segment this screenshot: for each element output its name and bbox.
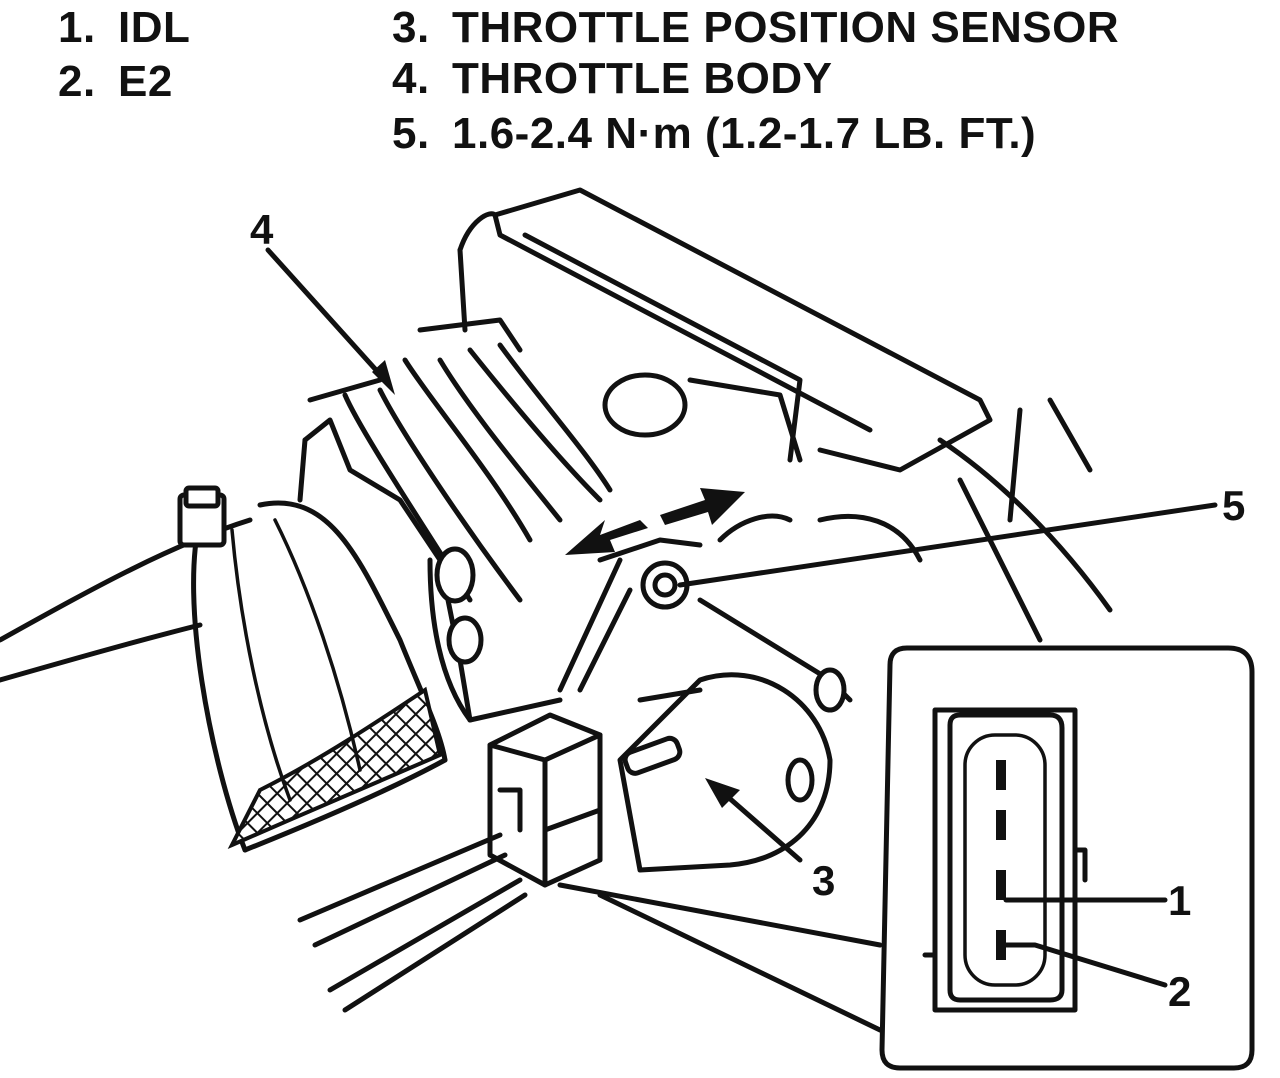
legend-item-3: 3. THROTTLE POSITION SENSOR (392, 6, 1119, 50)
leader-4 (265, 247, 388, 383)
legend-item-2: 2. E2 (58, 60, 173, 104)
arrow-right-icon (660, 488, 745, 525)
callout-4: 4 (250, 206, 274, 253)
leader-3 (717, 787, 803, 863)
throttle-position-sensor (297, 672, 883, 1033)
throttle-body-housing (297, 417, 563, 723)
intake-manifold (457, 187, 1113, 643)
connector-inset (879, 645, 1255, 1071)
throttle-linkage (557, 488, 923, 713)
callout-5: 5 (1222, 482, 1245, 529)
legend-text: IDL (118, 3, 191, 52)
legend-item-4: 4. THROTTLE BODY (392, 57, 832, 101)
leader-5 (677, 502, 1218, 588)
legend-text: THROTTLE POSITION SENSOR (452, 3, 1120, 52)
leader-4-arrowhead (372, 360, 395, 395)
legend-text: 1.6-2.4 N·m (1.2-1.7 LB. FT.) (452, 109, 1037, 158)
legend-item-1: 1. IDL (58, 6, 190, 50)
legend-number: 4. (392, 54, 430, 103)
legend-text: THROTTLE BODY (452, 54, 833, 103)
legend-number: 3. (392, 3, 430, 52)
legend-text: E2 (118, 57, 173, 106)
arrow-left-icon (565, 520, 648, 555)
callout-3: 3 (812, 857, 835, 904)
legend-item-5: 5. 1.6-2.4 N·m (1.2-1.7 LB. FT.) (392, 112, 1036, 156)
legend-number: 5. (392, 109, 430, 158)
legend-number: 1. (58, 3, 96, 52)
legend-number: 2. (58, 57, 96, 106)
hoses (307, 317, 613, 603)
callout-2: 2 (1168, 968, 1191, 1015)
intake-duct (0, 485, 448, 853)
leader-3-arrowhead (705, 778, 740, 808)
callout-1: 1 (1168, 877, 1191, 924)
